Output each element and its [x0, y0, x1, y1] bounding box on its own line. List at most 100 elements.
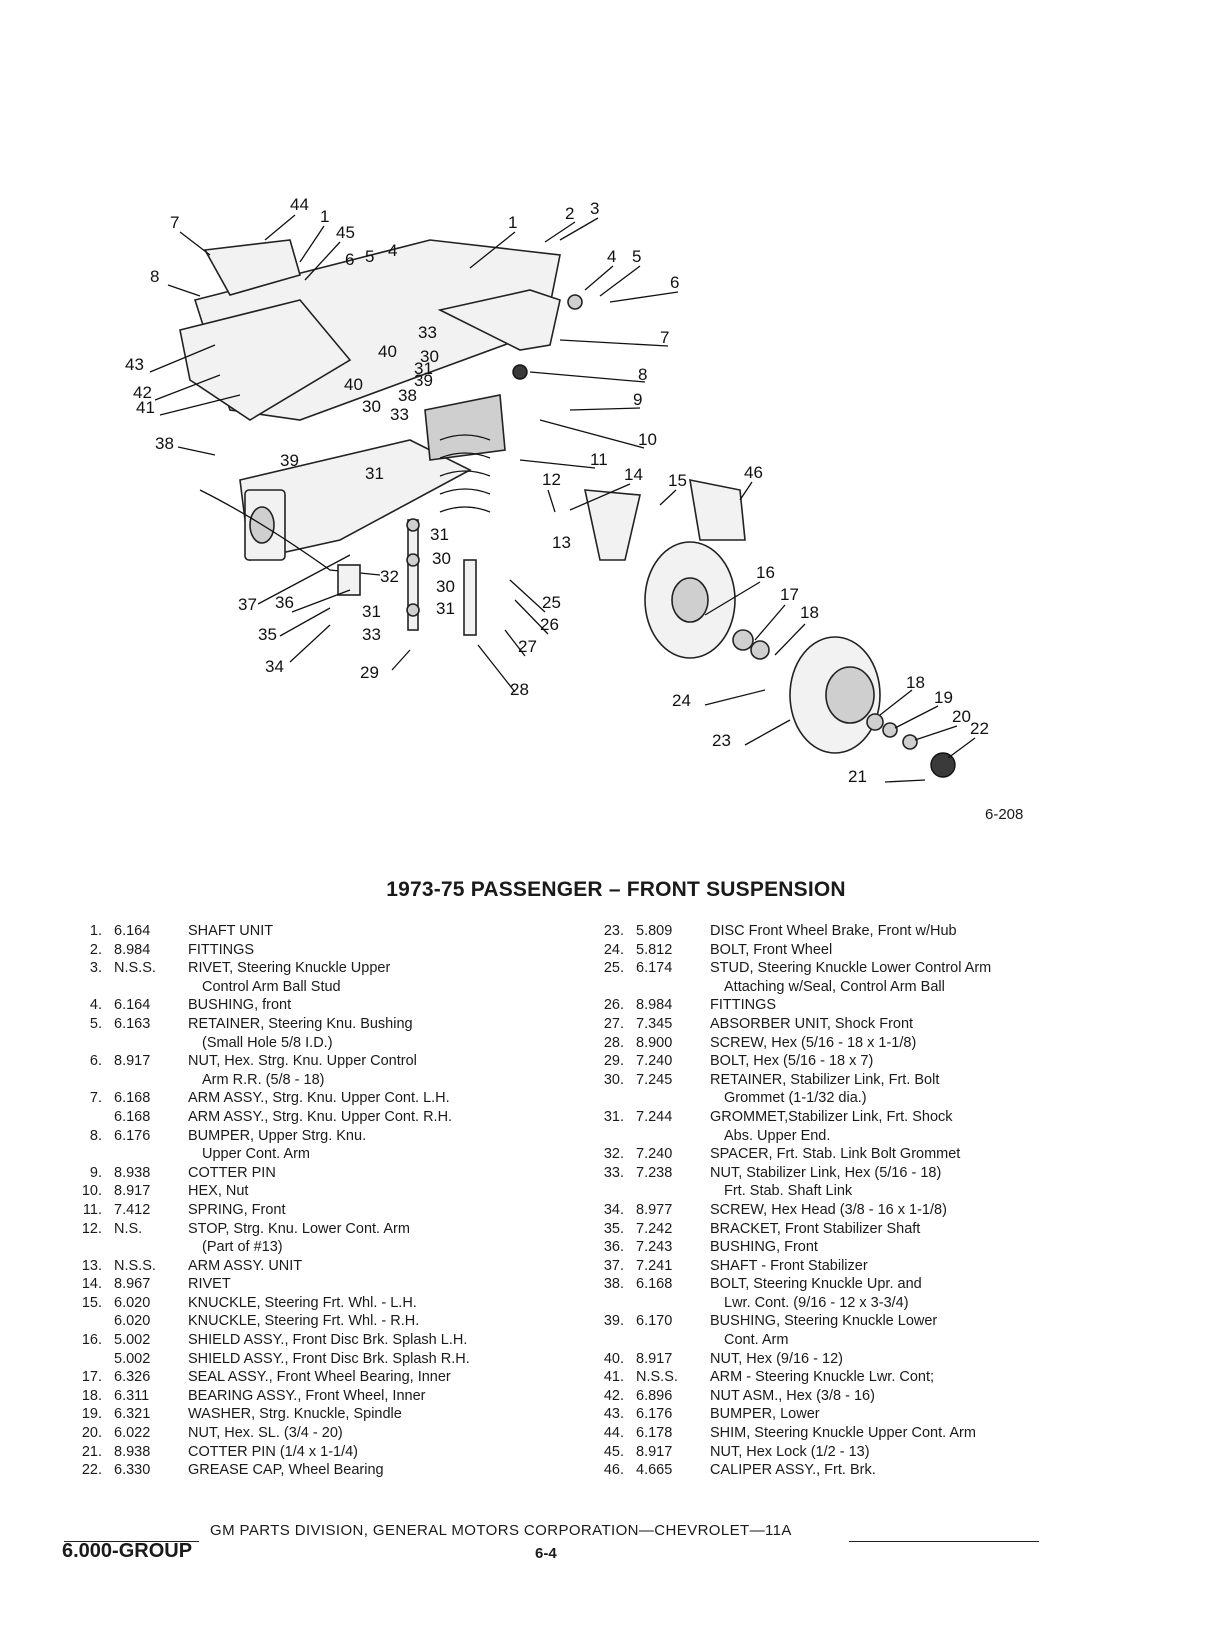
part-desc-continued: Attaching w/Seal, Control Arm Ball	[724, 978, 945, 995]
part-num: 37.	[603, 1257, 624, 1274]
part-code: 6.168	[636, 1276, 673, 1293]
part-desc: NUT, Hex. SL. (3/4 - 20)	[188, 1425, 343, 1442]
part-code: 4.665	[636, 1462, 673, 1479]
callout-label: 11	[590, 450, 608, 469]
part-desc: RIVET, Steering Knuckle Upper	[188, 960, 391, 977]
part-num: 36.	[603, 1239, 624, 1256]
part-desc: BOLT, Front Wheel	[710, 941, 833, 958]
part-desc: SHIELD ASSY., Front Disc Brk. Splash L.H…	[188, 1332, 468, 1349]
part-num: 42.	[603, 1387, 624, 1404]
part-num: 27.	[603, 1015, 624, 1032]
part-num: 2.	[89, 941, 102, 958]
spring-drawing	[424, 394, 506, 636]
part-code: 7.243	[636, 1239, 673, 1256]
stabilizer-link-drawing	[337, 518, 420, 631]
callout-label: 34	[265, 657, 284, 676]
part-desc-continued: Arm R.R. (5/8 - 18)	[202, 1071, 325, 1088]
part-num: 6.	[89, 1053, 102, 1070]
callout-label: 24	[672, 691, 691, 710]
callout-label: 31	[365, 464, 384, 483]
part-desc: COTTER PIN (1/4 x 1-1/4)	[188, 1443, 359, 1460]
callout-label: 35	[258, 625, 277, 644]
part-desc: SHAFT - Front Stabilizer	[710, 1257, 868, 1274]
callout-label: 6	[670, 273, 679, 292]
part-code: N.S.S.	[114, 960, 156, 977]
callout-label: 39	[280, 451, 299, 470]
part-desc-continued: Upper Cont. Arm	[202, 1146, 310, 1163]
callout-label: 8	[150, 267, 159, 286]
callout-label: 14	[624, 465, 643, 484]
leader-lines	[149, 214, 976, 783]
callout-label: 38	[398, 386, 417, 405]
part-num	[60, 1108, 102, 1127]
callout-label: 30	[432, 549, 451, 568]
part-num	[60, 1350, 102, 1369]
part-code: 6.176	[114, 1127, 151, 1144]
footer-rule-right	[849, 1541, 1039, 1542]
callout-label: 45	[336, 223, 355, 242]
part-code: 8.977	[636, 1201, 673, 1218]
part-desc-continued: Frt. Stab. Shaft Link	[724, 1183, 853, 1200]
callout-label: 8	[638, 365, 647, 384]
callout-label: 1	[508, 213, 517, 232]
part-num: 15.	[81, 1294, 102, 1311]
part-num: 3.	[89, 960, 102, 977]
part-desc-continued: Lwr. Cont. (9/16 - 12 x 3-3/4)	[724, 1294, 909, 1311]
part-desc: BUSHING, Steering Knuckle Lower	[710, 1313, 938, 1330]
part-num: 13.	[81, 1257, 102, 1274]
part-desc: ABSORBER UNIT, Shock Front	[710, 1015, 914, 1032]
upper-control-arm-drawing	[203, 239, 583, 380]
part-num: 4.	[89, 997, 102, 1014]
callout-label: 22	[970, 719, 989, 738]
part-code: 7.240	[636, 1146, 673, 1163]
part-num: 41.	[603, 1369, 624, 1386]
callout-label: 25	[542, 593, 561, 612]
part-code: 7.238	[636, 1164, 673, 1181]
callout-label: 31	[436, 599, 455, 618]
page-title: 1973-75 PASSENGER – FRONT SUSPENSION	[386, 878, 846, 901]
part-desc: NUT, Hex (9/16 - 12)	[710, 1350, 843, 1367]
part-desc: WASHER, Strg. Knuckle, Spindle	[188, 1406, 402, 1423]
part-code: N.S.S.	[114, 1257, 156, 1274]
parts-list-item: 3. N.S.S. RIVET, Steering Knuckle Upper	[60, 959, 570, 978]
part-desc: ARM ASSY. UNIT	[188, 1257, 303, 1274]
part-code: 8.984	[114, 941, 151, 958]
part-desc-continued: Control Arm Ball Stud	[202, 978, 341, 995]
part-desc: STOP, Strg. Knu. Lower Cont. Arm	[188, 1220, 410, 1237]
part-num: 18.	[81, 1387, 102, 1404]
part-desc: BUSHING, Front	[710, 1239, 818, 1256]
callout-labels: 44 1 45 7 8 6 5 4 1 2 3 4 5 6 7 8 9 10 1…	[125, 195, 989, 786]
callout-label: 16	[756, 563, 775, 582]
part-code: 7.244	[636, 1108, 673, 1125]
part-code: 6.178	[636, 1425, 673, 1442]
exploded-suspension-diagram: 44 1 45 7 8 6 5 4 1 2 3 4 5 6 7 8 9 10 1…	[125, 195, 989, 786]
part-desc: RIVET	[188, 1276, 231, 1293]
callout-label: 2	[565, 204, 574, 223]
part-num: 11.	[82, 1201, 102, 1218]
part-num: 28.	[603, 1034, 624, 1051]
part-desc: COTTER PIN	[188, 1164, 276, 1181]
part-desc: SCREW, Hex (5/16 - 18 x 1-1/8)	[710, 1034, 917, 1051]
part-num: 26.	[603, 997, 624, 1014]
part-code: 7.241	[636, 1257, 673, 1274]
callout-label: 30	[420, 347, 439, 366]
